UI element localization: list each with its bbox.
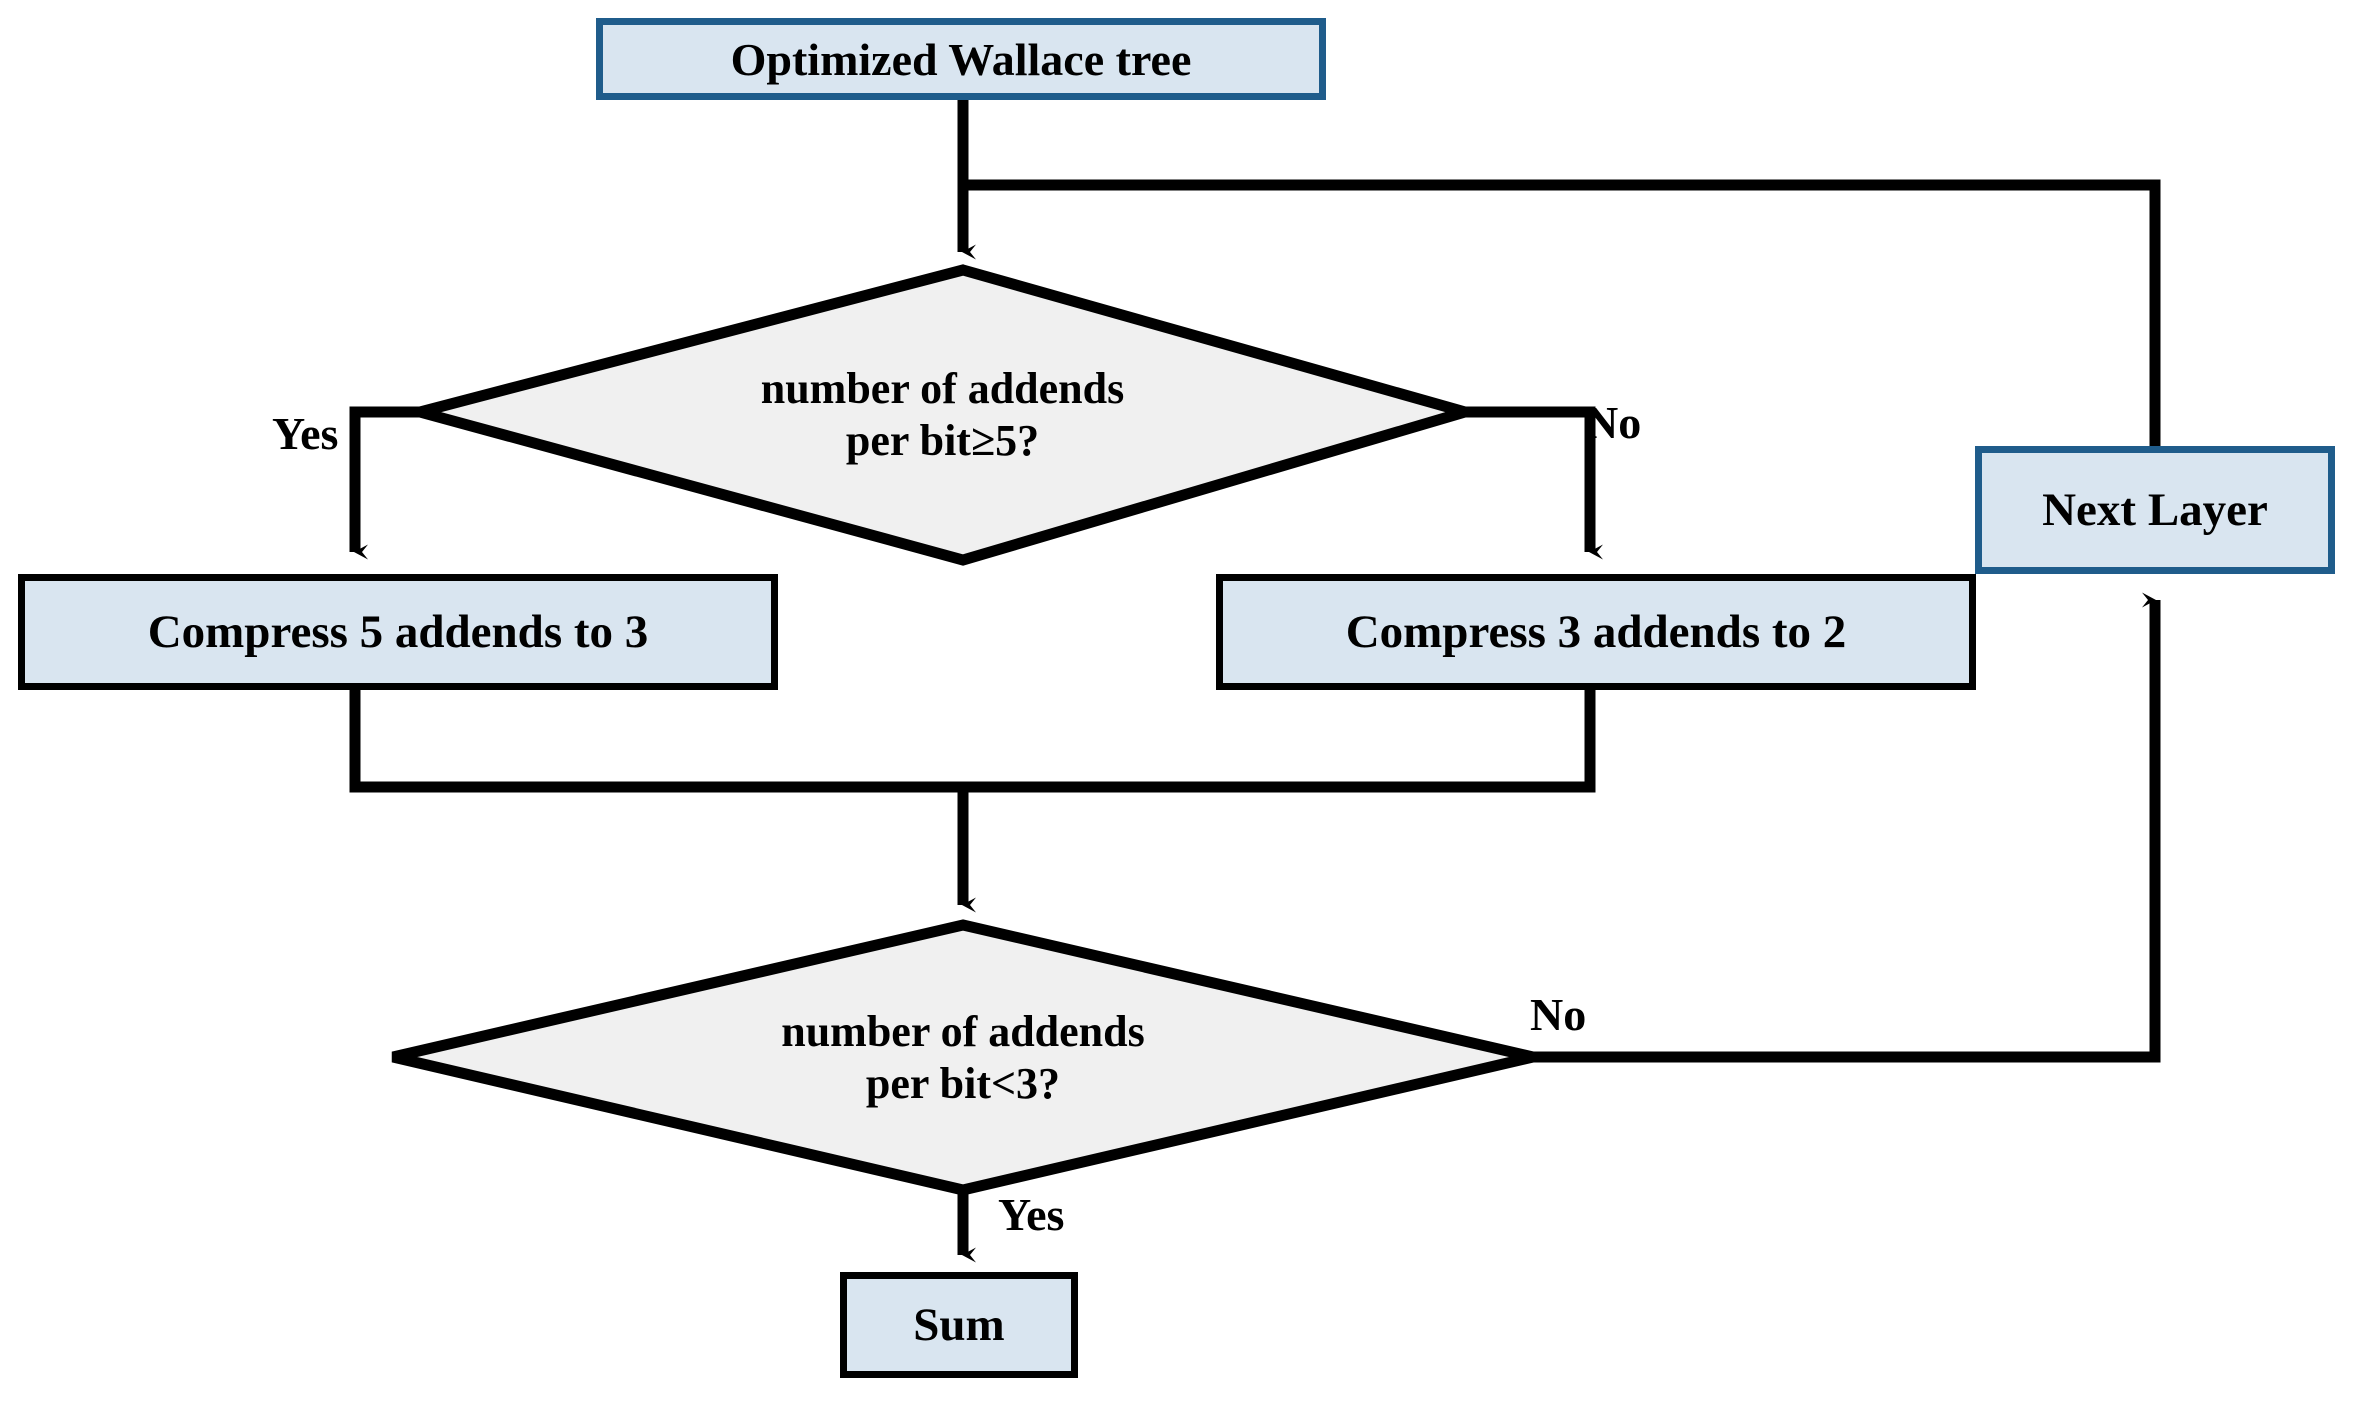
edge-start-to-next-layer [963,179,2161,446]
node-compress-5-to-3[interactable]: Compress 5 addends to 3 [18,574,778,690]
node-next-layer[interactable]: Next Layer [1975,446,2335,574]
node-next-layer-label: Next Layer [2042,484,2268,536]
node-decision-addends-lt-3[interactable]: number of addends per bit<3? [393,925,1533,1190]
node-decision-addends-ge-5[interactable]: number of addends per bit≥5? [420,270,1465,560]
edge-ge5-yes-to-compress5 [349,406,420,560]
node-optimized-wallace-tree[interactable]: Optimized Wallace tree [596,18,1326,100]
node-compress-3-to-2[interactable]: Compress 3 addends to 2 [1216,574,1976,690]
node-compress-5-to-3-label: Compress 5 addends to 3 [147,606,649,658]
edge-lt3-no-to-next-layer [1533,592,2161,1063]
decision-ge5-shape [398,264,1485,566]
node-decision-addends-lt-3-label: number of addends per bit<3? [781,1006,1145,1108]
node-sum-label: Sum [913,1299,1005,1351]
edge-label-lt3-no: No [1530,989,1587,1040]
edge-label-ge5-no: No [1585,397,1642,448]
edge-ge5-no-to-compress3 [1465,406,1603,560]
decision-lt3-shape [391,919,1535,1196]
edge-label-ge5-yes: Yes [272,408,339,459]
edge-compress-merge-bar [349,690,1596,793]
edge-label-lt3-yes: Yes [998,1189,1065,1240]
node-compress-3-to-2-label: Compress 3 addends to 2 [1345,606,1847,658]
node-sum[interactable]: Sum [840,1272,1078,1378]
node-optimized-wallace-tree-label: Optimized Wallace tree [730,33,1192,85]
node-decision-addends-ge-5-label: number of addends per bit≥5? [760,364,1125,465]
